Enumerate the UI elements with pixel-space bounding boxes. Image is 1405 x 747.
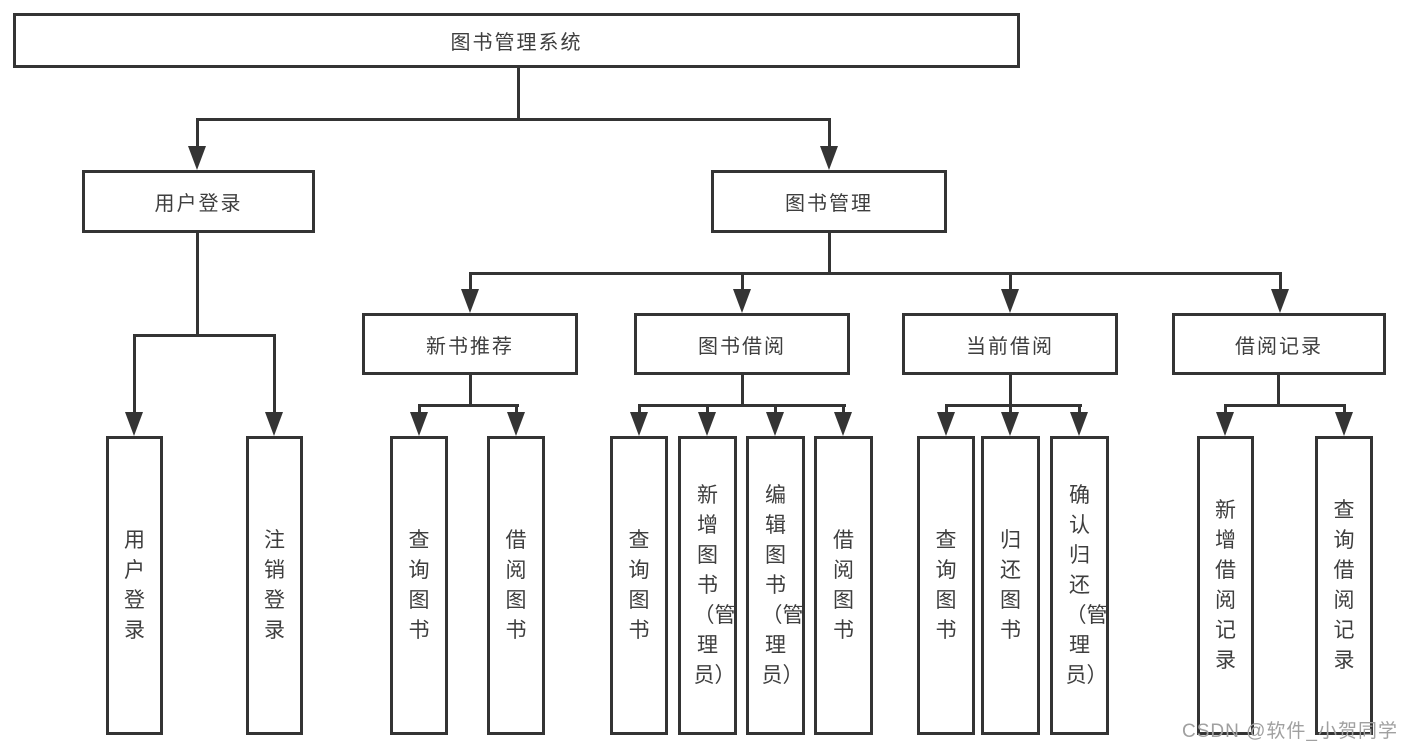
connector-line	[273, 337, 276, 415]
connector-line	[469, 275, 472, 292]
node-root: 图书管理系统	[13, 13, 1020, 68]
leaf-add-borrow-record-label: 新增借阅记录	[1215, 498, 1236, 672]
connector-line	[133, 334, 276, 337]
leaf-query-books-recommend-label: 查询图书	[408, 528, 430, 642]
node-current-borrowing-label: 当前借阅	[966, 335, 1054, 358]
leaf-logout-label: 注销登录	[264, 528, 285, 642]
arrow-down-icon	[410, 412, 428, 436]
connector-line	[418, 404, 519, 407]
arrow-down-icon	[1335, 412, 1353, 436]
connector-line	[1224, 404, 1346, 407]
connector-line	[638, 404, 846, 407]
connector-line	[741, 375, 744, 407]
arrow-down-icon	[1001, 289, 1019, 313]
node-user-login: 用户登录	[82, 170, 315, 233]
connector-line	[945, 404, 1082, 407]
leaf-return-book-label: 归还图书	[1000, 528, 1021, 642]
leaf-query-borrow-record-label: 查询借阅记录	[1333, 498, 1355, 672]
leaf-logout: 注销登录	[246, 436, 303, 735]
connector-line	[196, 118, 831, 121]
csdn-watermark: CSDN @软件_小贺同学	[1182, 721, 1398, 742]
arrow-down-icon	[265, 412, 283, 436]
leaf-borrow-books-borrowing-label: 借阅图书	[833, 528, 854, 642]
connector-line	[196, 121, 199, 149]
arrow-down-icon	[630, 412, 648, 436]
arrow-down-icon	[733, 289, 751, 313]
node-root-label: 图书管理系统	[450, 32, 583, 54]
leaf-edit-book-admin-label: 编辑图书（管理员）	[761, 483, 804, 687]
arrow-down-icon	[820, 146, 838, 170]
arrow-down-icon	[698, 412, 716, 436]
connector-line	[741, 275, 744, 292]
node-book-borrowing-label: 图书借阅	[698, 335, 786, 358]
connector-line	[469, 375, 472, 407]
connector-line	[1277, 375, 1280, 407]
leaf-user-login-label: 用户登录	[124, 528, 145, 642]
connector-line	[133, 337, 136, 415]
leaf-confirm-return-admin: 确认归还（管理员）	[1050, 436, 1109, 735]
leaf-query-books-current: 查询图书	[917, 436, 975, 735]
leaf-query-borrow-record: 查询借阅记录	[1315, 436, 1373, 735]
connector-line	[517, 68, 520, 120]
leaf-borrow-books-recommend: 借阅图书	[487, 436, 545, 735]
connector-line	[828, 233, 831, 275]
connector-line	[469, 272, 1282, 275]
arrow-down-icon	[766, 412, 784, 436]
leaf-query-books-borrowing-label: 查询图书	[628, 528, 650, 642]
node-book-borrowing: 图书借阅	[634, 313, 850, 375]
arrow-down-icon	[507, 412, 525, 436]
node-borrow-records: 借阅记录	[1172, 313, 1386, 375]
connector-line	[196, 233, 199, 337]
arrow-down-icon	[1216, 412, 1234, 436]
connector-line	[1009, 375, 1012, 407]
arrow-down-icon	[834, 412, 852, 436]
arrow-down-icon	[937, 412, 955, 436]
arrow-down-icon	[1271, 289, 1289, 313]
arrow-down-icon	[1070, 412, 1088, 436]
leaf-query-books-borrowing: 查询图书	[610, 436, 668, 735]
connector-line	[828, 121, 831, 149]
connector-line	[1009, 275, 1012, 292]
leaf-return-book: 归还图书	[981, 436, 1040, 735]
node-book-management-label: 图书管理	[785, 193, 873, 215]
node-book-management: 图书管理	[711, 170, 947, 233]
arrow-down-icon	[461, 289, 479, 313]
leaf-query-books-recommend: 查询图书	[390, 436, 448, 735]
connector-line	[1279, 275, 1282, 292]
leaf-confirm-return-admin-label: 确认归还（管理员）	[1065, 483, 1108, 687]
leaf-query-books-current-label: 查询图书	[935, 528, 957, 642]
node-new-book-recommend: 新书推荐	[362, 313, 578, 375]
node-new-book-recommend-label: 新书推荐	[426, 335, 514, 358]
leaf-borrow-books-borrowing: 借阅图书	[814, 436, 873, 735]
node-current-borrowing: 当前借阅	[902, 313, 1118, 375]
leaf-borrow-books-recommend-label: 借阅图书	[505, 528, 527, 642]
arrow-down-icon	[188, 146, 206, 170]
leaf-edit-book-admin: 编辑图书（管理员）	[746, 436, 805, 735]
node-borrow-records-label: 借阅记录	[1235, 335, 1323, 358]
leaf-add-book-admin-label: 新增图书（管理员）	[693, 483, 736, 687]
arrow-down-icon	[1001, 412, 1019, 436]
arrow-down-icon	[125, 412, 143, 436]
leaf-add-borrow-record: 新增借阅记录	[1197, 436, 1254, 735]
leaf-add-book-admin: 新增图书（管理员）	[678, 436, 737, 735]
leaf-user-login: 用户登录	[106, 436, 163, 735]
node-user-login-label: 用户登录	[154, 193, 243, 215]
